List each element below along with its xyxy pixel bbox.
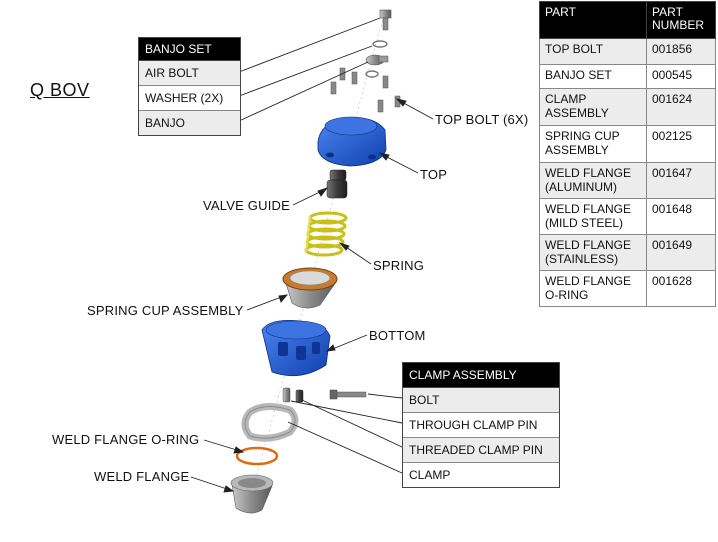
leader-top (382, 154, 419, 174)
leader-through-pin (290, 400, 403, 424)
leader-weld-flange (190, 476, 231, 491)
banjo-set-header: BANJO SET (139, 38, 240, 61)
part-number-cell: 001647 (646, 162, 716, 199)
spring-cup-part (282, 267, 338, 309)
banjo-set-item: WASHER (2X) (139, 86, 240, 111)
leader-banjo (238, 61, 369, 122)
assembly-axis-line (249, 14, 385, 501)
part-name-cell: TOP BOLT (539, 38, 647, 65)
callout-valve-guide: VALVE GUIDE (203, 198, 290, 213)
callout-spring-cup-assembly: SPRING CUP ASSEMBLY (87, 303, 244, 318)
part-name-cell: BANJO SET (539, 64, 647, 89)
part-number-cell: 001624 (646, 88, 716, 126)
clamp-part (241, 403, 299, 442)
clamp-bolt-part (329, 389, 367, 400)
parts-table-row: WELD FLANGE(ALUMINUM)001647 (539, 162, 716, 199)
top-cap-part (317, 116, 387, 167)
leader-threaded-pin (301, 399, 403, 448)
callout-bottom: BOTTOM (369, 328, 426, 343)
clamp-assembly-header: CLAMP ASSEMBLY (403, 363, 559, 388)
leader-air-bolt (238, 17, 381, 73)
parts-table-row: WELD FLANGE(STAINLESS)001649 (539, 234, 716, 271)
leader-clamp-bolt (367, 393, 403, 399)
part-number-cell: 001628 (646, 270, 716, 307)
part-number-cell: 001649 (646, 234, 716, 271)
part-name-cell: WELD FLANGE(MILD STEEL) (539, 198, 647, 235)
callout-weld-flange: WELD FLANGE (94, 469, 190, 484)
callout-weld-flange-oring: WELD FLANGE O-RING (52, 432, 200, 447)
weld-flange-oring-part (235, 446, 279, 466)
part-name-cell: WELD FLANGE(ALUMINUM) (539, 162, 647, 199)
callout-top-bolt: TOP BOLT (6X) (435, 112, 529, 127)
washer-part (372, 40, 388, 48)
parts-table-header-part: PART (539, 1, 647, 39)
clamp-assembly-box: CLAMP ASSEMBLY BOLT THROUGH CLAMP PIN TH… (402, 362, 560, 488)
air-bolt-part (379, 9, 392, 31)
callout-spring: SPRING (373, 258, 425, 273)
clamp-assembly-item: CLAMP (409, 468, 451, 482)
clamp-assembly-item: THROUGH CLAMP PIN (403, 413, 559, 438)
part-number-cell: 001648 (646, 198, 716, 235)
banjo-set-item: BANJO (139, 111, 240, 135)
leader-spring-cup (246, 295, 285, 311)
bottom-housing-part (261, 320, 331, 377)
leader-oring (203, 439, 241, 452)
leader-clamp (287, 421, 403, 474)
leader-washer (238, 45, 373, 97)
part-name-cell: WELD FLANGE(STAINLESS) (539, 234, 647, 271)
spring-part (304, 211, 348, 257)
part-number-cell: 000545 (646, 64, 716, 89)
clamp-assembly-item: BOLT (403, 388, 559, 413)
part-number-cell: 002125 (646, 125, 716, 163)
banjo-set-item: AIR BOLT (139, 61, 240, 86)
weld-flange-part (230, 474, 274, 514)
valve-guide-part (326, 169, 348, 199)
leader-top-bolt (399, 100, 434, 120)
part-number-cell: 001856 (646, 38, 716, 65)
page-title: Q BOV (30, 80, 90, 100)
clamp-assembly-item: THREADED CLAMP PIN (403, 438, 559, 463)
callout-top: TOP (420, 167, 448, 182)
clamp-pins-part (282, 387, 304, 403)
washer-part (365, 70, 379, 78)
parts-table-row: WELD FLANGE(MILD STEEL)001648 (539, 198, 716, 235)
banjo-set-box: BANJO SET AIR BOLT WASHER (2X) BANJO (138, 37, 241, 136)
banjo-part (365, 54, 389, 66)
leader-bottom (329, 334, 368, 351)
